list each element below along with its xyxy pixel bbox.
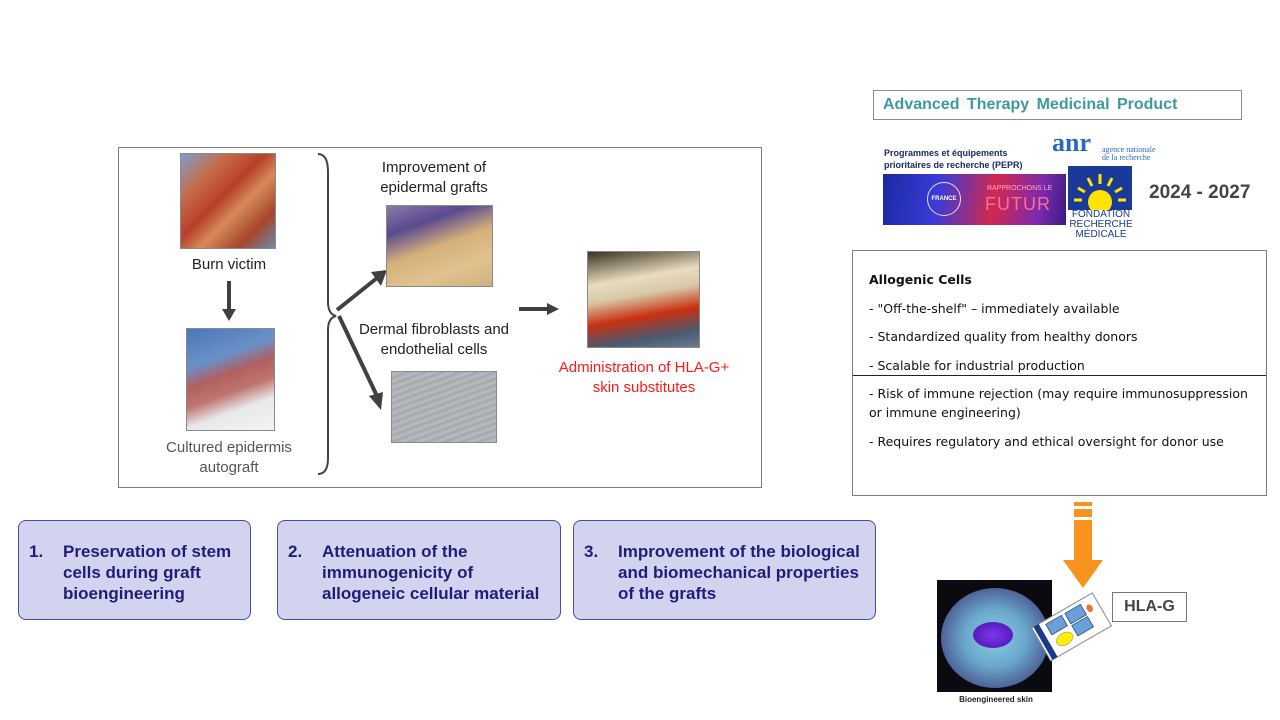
cultured-epidermis-dish-photo (186, 328, 275, 431)
hla-g-label: HLA-G (1112, 592, 1187, 622)
frm-logo (1068, 166, 1132, 210)
objective-box-3: 3. Improvement of the biological and bio… (573, 520, 876, 620)
project-years: 2024 - 2027 (1149, 182, 1251, 203)
anr-logo: anr (1052, 128, 1091, 157)
con-item: - Risk of immune rejection (may require … (869, 386, 1248, 401)
frm-label: FONDATION RECHERCHE MÉDICALE (1069, 209, 1133, 240)
futur-word: FUTUR (985, 194, 1051, 214)
pro-item: - Scalable for industrial production (869, 358, 1085, 373)
objective-box-1: 1. Preservation of stem cells during gra… (18, 520, 251, 620)
dermal-cells-label: Dermal fibroblasts and endothelial cells (358, 321, 510, 358)
allogenic-title: Allogenic Cells (869, 272, 972, 287)
surgical-administration-photo (587, 251, 700, 348)
allogenic-cells-box: Allogenic Cells - "Off-the-shelf" – imme… (852, 250, 1267, 496)
sun-icon (1074, 174, 1126, 210)
graft-workflow-figure: Burn victim Cultured epidermis autograft… (118, 147, 762, 488)
objective-box-2: 2. Attenuation of the immunogenicity of … (277, 520, 561, 620)
france2030-banner: FRANCE 2030 RAPPROCHONS LE FUTUR (883, 174, 1066, 234)
hla-g-molecule-icon (1031, 592, 1112, 662)
fibroblast-culture-micrograph (391, 371, 497, 443)
pro-item: - Standardized quality from healthy dono… (869, 329, 1138, 344)
anr-label: agence nationale de la recherche (1102, 145, 1156, 162)
bioengineered-cell-image (937, 580, 1052, 692)
pro-item: - "Off-the-shelf" – immediately availabl… (869, 301, 1120, 316)
futur-tagline: RAPPROCHONS LE (987, 185, 1053, 192)
orange-down-arrow-icon (1063, 502, 1103, 588)
down-arrow-icon (222, 281, 236, 321)
autograft-label: Cultured epidermis autograft (166, 439, 292, 476)
bioengineered-skin-caption: Bioengineered skin (959, 695, 1033, 704)
con-item: - Requires regulatory and ethical oversi… (869, 434, 1224, 449)
pros-cons-divider (853, 375, 1266, 376)
epidermal-grafts-label: Improvement of epidermal grafts (380, 159, 488, 196)
pepr-label: Programmes et équipements prioritaires d… (884, 148, 1023, 170)
epidermal-graft-photo (386, 205, 493, 287)
branch-arrows-icon (335, 270, 387, 410)
burn-wound-photo (180, 153, 276, 249)
france2030-logo: FRANCE 2030 (927, 182, 961, 234)
con-item-continued: or immune engineering) (869, 405, 1021, 420)
administration-label: Administration of HLA-G+ skin substitute… (558, 359, 730, 396)
burn-victim-label: Burn victim (191, 256, 267, 273)
brace-icon (317, 153, 337, 475)
atmp-header: Advanced Therapy Medicinal Product (873, 90, 1242, 120)
right-arrow-icon (519, 303, 559, 315)
